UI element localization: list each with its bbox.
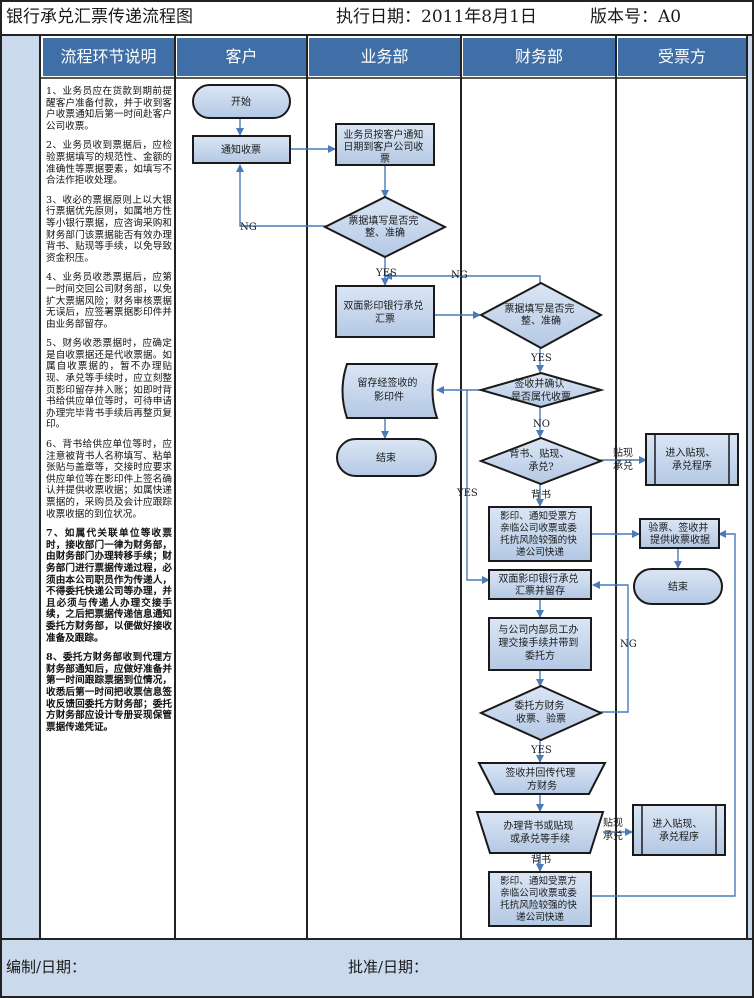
- column-header-payee: 受票方: [618, 38, 746, 76]
- edge-label-endorse2: 背书: [531, 853, 551, 866]
- node-process1: [645, 433, 739, 486]
- note-3: 3、收必的票据原则上以大银行票据优先原则，如属地方性等小银行票据，应咨询采购和财…: [46, 194, 172, 264]
- column-header-finance: 财务部: [463, 38, 615, 76]
- node-collect-label: 业务员按客户通知 日期到客户公司收 票: [343, 128, 426, 165]
- node-entrust: [478, 684, 604, 742]
- node-notify: [192, 135, 291, 164]
- node-copy1-label: 双面影印银行承兑 汇票: [343, 299, 426, 325]
- left-margin-band: [2, 36, 40, 939]
- node-archive-label: 留存经签收的 影印件: [357, 376, 420, 403]
- edge-label-yes3: YES: [456, 488, 478, 499]
- edge-label-discount1: 贴现 承兑: [613, 446, 636, 472]
- page-title: 银行承兑汇票传递流程图: [6, 7, 193, 27]
- node-entrust-label: 委托方财务 收票、验票: [514, 699, 567, 725]
- node-handover-label: 与公司内部员工办 理交接手续并带到 委托方: [498, 623, 581, 662]
- edge-label-ng3: NG: [620, 639, 637, 650]
- note-5: 5、财务收悉票据时，应确定是自收票据还是代收票据。如属自收票据的，暂不办理贴现、…: [46, 338, 172, 431]
- node-copy2-label: 双面影印银行承兑 汇票并留存: [498, 572, 581, 597]
- node-check2-label: 票据填写是否完 整、准确: [504, 302, 577, 327]
- node-process2: [632, 804, 726, 856]
- note-1: 1、业务员应在货款到期前提醒客户准备付款，并于收到客户收票通知后第一时间赴客户公…: [46, 86, 172, 132]
- node-notify-label: 通知收票: [221, 143, 261, 156]
- node-send2: [488, 871, 592, 927]
- node-collect: [335, 123, 435, 166]
- node-copy1: [335, 285, 435, 338]
- node-signback-label: 签收并回传代理 方财务: [505, 766, 578, 792]
- edge-label-yes1: YES: [375, 268, 397, 279]
- node-start: [192, 84, 291, 119]
- node-sign: [477, 371, 605, 409]
- edge-label-endorse1: 背书: [531, 488, 551, 501]
- node-end2-label: 结束: [668, 580, 688, 593]
- node-check2: [478, 281, 604, 350]
- node-process1-label: 进入贴现、 承兑程序: [665, 446, 718, 472]
- column-header-description: 流程环节说明: [43, 38, 174, 76]
- node-receipt-label: 验票、签收并 提供收票收据: [648, 521, 711, 546]
- edge-label-discount2: 贴现 承兑: [603, 816, 626, 842]
- column-header-customer: 客户: [177, 38, 306, 76]
- node-end1-label: 结束: [376, 451, 396, 464]
- process-notes: 1、业务员应在货款到期前提醒客户准备付款，并于收到客户收票通知后第一时间赴客户公…: [46, 86, 172, 741]
- node-send1: [488, 506, 592, 562]
- execution-date: 执行日期：2011年8月1日: [336, 7, 537, 27]
- footer-approver: 批准/日期：: [348, 958, 429, 976]
- footer-band: [2, 940, 752, 996]
- node-handover: [488, 617, 592, 671]
- node-send2-label: 影印、通知受票方 亲临公司收票或委 托抗风险较强的快 递公司快递: [500, 875, 580, 923]
- node-check1: [322, 195, 448, 259]
- footer-editor: 编制/日期：: [6, 958, 87, 976]
- right-margin-band: [748, 36, 752, 939]
- node-receipt: [639, 518, 720, 549]
- node-check1-label: 票据填写是否完 整、准确: [348, 214, 421, 239]
- edge-label-ng1: NG: [240, 222, 257, 233]
- node-discount-question: [478, 436, 604, 486]
- node-sign-label: 签收并确认 是否属代收票: [511, 377, 571, 403]
- node-end2: [633, 568, 723, 605]
- note-8: 8、委托方财务部收到代理方财务部通知后，应做好准备并第一时间跟踪票据到位情况，收…: [46, 652, 172, 733]
- node-copy2: [488, 569, 592, 600]
- edge-label-yes4: YES: [530, 745, 552, 756]
- edge-label-ng2: NG: [451, 270, 468, 281]
- node-endorse: [475, 811, 605, 854]
- node-endorse-label: 办理背书或贴现 或承兑等手续: [503, 819, 576, 845]
- node-process2-label: 进入贴现、 承兑程序: [652, 817, 705, 843]
- node-signback: [477, 762, 607, 795]
- node-start-label: 开始: [231, 95, 251, 108]
- note-2: 2、业务员收到票据后，应检验票据填写的规范性、金额的准确性等票据要素，如填写不合…: [46, 140, 172, 187]
- note-7: 7、如属代关联单位等收票时，接收部门一律为财务部，由财务部门办理转移手续；财务部…: [46, 528, 172, 644]
- note-6: 6、背书给供应单位等时，应注意被背书人名称填写、粘单张贴与盖章等，交接时应要求供…: [46, 439, 172, 520]
- column-header-sales: 业务部: [309, 38, 460, 76]
- edge-label-yes2: YES: [530, 353, 552, 364]
- node-discount-question-label: 背书、贴现、 承兑?: [509, 447, 572, 473]
- node-send1-label: 影印、通知受票方 亲临公司收票或委 托抗风险较强的快 递公司快递: [500, 510, 580, 558]
- note-4: 4、业务员收悉票据后，应第一时间交回公司财务部，以免扩大票据风险；财务审核票据无…: [46, 272, 172, 330]
- node-end1: [336, 438, 437, 477]
- version-number: 版本号：A0: [590, 7, 682, 27]
- node-archive: [341, 363, 439, 419]
- edge-label-no1: NO: [533, 419, 550, 430]
